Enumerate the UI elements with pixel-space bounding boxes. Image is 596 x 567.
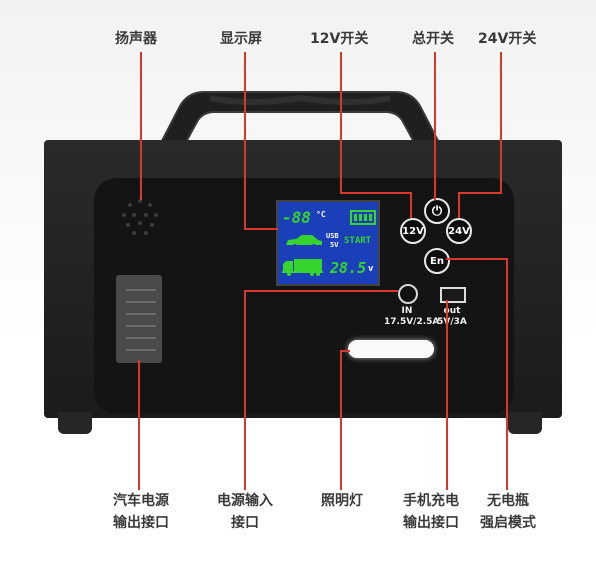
label-power-input: 电源输入 接口 [210,490,280,534]
leader-display-v [244,52,246,230]
12v-switch-button[interactable]: 12V [400,218,426,244]
label-phone-charge: 手机充电 输出接口 [396,490,466,534]
label-main-switch: 总开关 [412,31,454,47]
leader-input-v [244,290,246,490]
lcd-temp-unit: °C [316,210,326,219]
leader-lamp-v [340,350,342,490]
foot-right [508,412,542,434]
in-port-label: IN [401,306,413,316]
leader-display-h [244,228,278,230]
in-port-spec: 17.5V/2.5A [384,317,440,327]
lcd-usb-voltage: 5V [330,241,339,249]
foot-left [58,412,92,434]
label-car-output: 汽车电源 输出接口 [106,490,176,534]
truck-icon [282,259,323,276]
car-output-connector[interactable] [116,275,162,363]
leader-speaker [140,52,142,200]
speaker-grille [122,199,158,235]
leader-24v-v [500,52,502,194]
label-boost-mode-line1: 无电瓶 [487,493,529,509]
out-port-spec: 5V/3A [437,317,467,327]
handle [148,91,452,164]
label-power-input-line1: 电源输入 [217,493,273,509]
leader-usb [446,300,448,490]
label-power-input-line2: 接口 [231,515,259,531]
leader-main [434,52,436,200]
lcd-screen: -88 °C USB 5V START 28.5 v [276,200,380,286]
label-phone-charge-line2: 输出接口 [403,515,459,531]
car-icon [286,235,322,248]
usb-output-port[interactable] [440,287,466,303]
24v-switch-button[interactable]: 24V [446,218,472,244]
out-port-label: out [443,306,461,316]
leader-boost-v [506,258,508,490]
leader-input-h [244,290,398,292]
label-car-output-line2: 输出接口 [113,515,169,531]
leader-12v-v [340,52,342,194]
leader-12v-h [340,192,410,194]
dc-input-port[interactable] [398,284,418,304]
leader-lamp-h [340,350,350,352]
leader-24v-end [458,192,460,218]
label-lamp: 照明灯 [321,493,363,509]
en-boost-button[interactable]: En [424,248,450,274]
lcd-voltage-unit: v [368,264,374,274]
lcd-usb: USB [326,232,339,240]
power-icon[interactable]: ⏻ [424,198,450,224]
label-phone-charge-line1: 手机充电 [403,493,459,509]
lcd-temperature: -88 [282,208,311,227]
leader-24v-h [458,192,502,194]
label-car-output-line1: 汽车电源 [113,493,169,509]
label-display: 显示屏 [220,31,262,47]
label-12v-switch: 12V开关 [310,31,369,47]
lighting-lamp [348,340,434,358]
leader-boost-h [446,258,508,260]
label-boost-mode: 无电瓶 强启模式 [470,490,546,534]
lcd-voltage: 28.5 [330,259,367,277]
label-speaker: 扬声器 [115,31,157,47]
leader-12v-end [410,192,412,218]
battery-icon [350,210,376,225]
label-boost-mode-line2: 强启模式 [480,515,536,531]
leader-car-output [138,360,140,490]
label-24v-switch: 24V开关 [478,31,537,47]
lcd-start: START [344,236,372,246]
